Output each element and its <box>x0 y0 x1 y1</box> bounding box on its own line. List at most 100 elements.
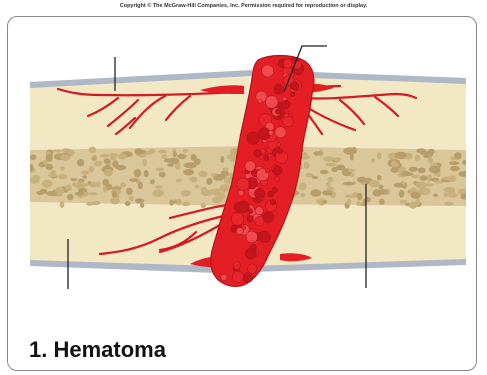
hematoma-clot <box>247 215 254 222</box>
hematoma-clot <box>247 264 257 274</box>
spongy-bone-spot <box>67 194 73 201</box>
hematoma-clot <box>283 116 294 127</box>
spongy-bone-spot <box>345 195 355 198</box>
hematoma-clot <box>259 231 271 243</box>
hematoma-clot <box>264 155 270 161</box>
spongy-bone-spot <box>125 201 131 206</box>
spongy-bone-spot <box>129 196 134 201</box>
spongy-bone-spot <box>448 193 458 197</box>
spongy-bone-spot <box>89 166 95 173</box>
hematoma-clot <box>247 132 260 145</box>
spongy-bone-spot <box>92 157 97 161</box>
spongy-bone-spot <box>433 194 438 197</box>
spongy-bone-spot <box>88 192 97 195</box>
spongy-bone-spot <box>189 177 197 183</box>
spongy-bone-spot <box>410 192 421 199</box>
spongy-bone-spot <box>182 202 191 207</box>
spongy-bone-spot <box>379 199 384 205</box>
hematoma-clot <box>273 166 282 175</box>
spongy-bone-spot <box>369 180 380 187</box>
spongy-bone-spot <box>402 171 409 175</box>
spongy-bone-spot <box>325 163 337 167</box>
spongy-bone-spot <box>443 187 455 193</box>
spongy-bone-spot <box>144 170 149 177</box>
spongy-bone-spot <box>399 190 405 198</box>
hematoma-clot <box>254 188 264 198</box>
spongy-bone-spot <box>42 180 53 188</box>
spongy-bone-spot <box>140 203 144 208</box>
hematoma-clot <box>283 59 292 68</box>
spongy-bone-spot <box>409 167 418 172</box>
hematoma-clot <box>243 273 253 283</box>
spongy-bone-spot <box>195 185 200 189</box>
spongy-bone-spot <box>90 182 98 187</box>
spongy-bone-spot <box>331 167 338 172</box>
spongy-bone-spot <box>212 196 222 203</box>
hematoma-clot <box>263 211 274 222</box>
spongy-bone-spot <box>27 164 34 171</box>
spongy-bone-spot <box>379 189 388 195</box>
spongy-bone-spot <box>444 202 454 206</box>
spongy-bone-spot <box>62 148 71 151</box>
spongy-bone-spot <box>60 201 65 208</box>
spongy-bone-spot <box>411 175 419 178</box>
hematoma-clot <box>232 271 243 282</box>
spongy-bone-spot <box>164 158 176 162</box>
hematoma-clot <box>236 228 243 235</box>
spongy-bone-spot <box>120 182 126 187</box>
spongy-bone-spot <box>371 158 375 162</box>
spongy-bone-spot <box>395 152 407 159</box>
spongy-bone-spot <box>150 179 155 184</box>
spongy-bone-spot <box>377 152 382 159</box>
spongy-bone-spot <box>155 168 164 171</box>
hematoma-clot <box>274 89 279 94</box>
spongy-bone-spot <box>215 174 226 180</box>
spongy-bone-spot <box>176 199 181 206</box>
spongy-bone-spot <box>352 147 357 154</box>
spongy-bone-spot <box>379 185 384 190</box>
spongy-bone-spot <box>134 169 142 177</box>
hematoma-clot <box>269 131 274 136</box>
spongy-bone-spot <box>357 193 362 201</box>
spongy-bone-spot <box>322 200 327 203</box>
spongy-bone-spot <box>159 172 166 178</box>
spongy-bone-spot <box>222 167 228 171</box>
spongy-bone-spot <box>177 154 187 159</box>
hematoma-clot <box>270 200 275 205</box>
spongy-bone-spot <box>306 173 314 178</box>
hematoma-clot <box>238 190 244 196</box>
spongy-bone-spot <box>169 200 174 206</box>
hematoma-clot <box>290 92 295 97</box>
spongy-bone-spot <box>347 199 351 205</box>
spongy-bone-spot <box>135 148 144 155</box>
spongy-bone-spot <box>102 179 109 186</box>
spongy-bone-spot <box>428 157 433 164</box>
spongy-bone-spot <box>158 150 167 154</box>
spongy-bone-spot <box>429 166 441 173</box>
spongy-bone-spot <box>450 166 460 172</box>
hematoma-clot <box>221 274 227 280</box>
hematoma-clot <box>231 213 244 226</box>
spongy-bone-spot <box>419 175 428 180</box>
spongy-bone-spot <box>326 182 331 187</box>
spongy-bone-spot <box>110 197 120 204</box>
spongy-bone-spot <box>423 155 429 158</box>
hematoma-clot <box>250 244 256 250</box>
spongy-bone-spot <box>112 191 117 198</box>
hematoma-clot <box>246 231 258 243</box>
spongy-bone-spot <box>46 191 57 196</box>
spongy-bone-spot <box>304 161 310 169</box>
spongy-bone-spot <box>142 159 147 166</box>
spongy-bone-spot <box>118 153 127 159</box>
hematoma-clot <box>275 127 286 138</box>
spongy-bone-spot <box>356 201 361 205</box>
spongy-bone-spot <box>418 167 426 173</box>
hematoma-clot <box>233 262 241 270</box>
spongy-bone-spot <box>201 190 211 196</box>
hematoma-clot <box>265 96 278 109</box>
spongy-bone-spot <box>181 190 191 196</box>
spongy-bone-spot <box>461 193 468 199</box>
spongy-bone-spot <box>429 152 433 157</box>
spongy-bone-spot <box>310 189 321 196</box>
